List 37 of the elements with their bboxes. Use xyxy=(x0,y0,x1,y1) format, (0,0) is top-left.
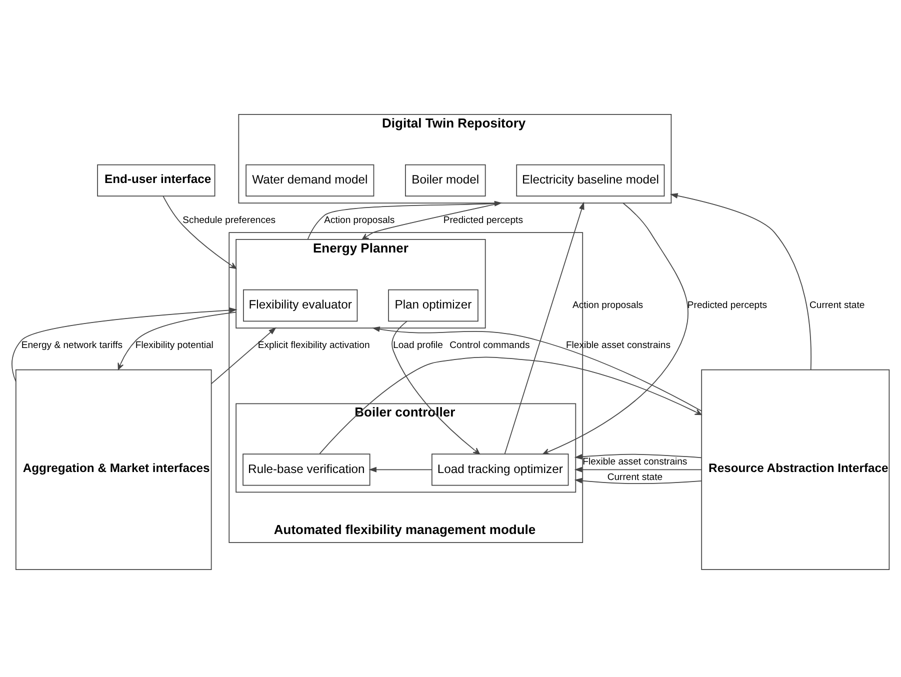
arrow xyxy=(574,478,702,484)
arrow xyxy=(574,466,702,472)
arrow xyxy=(542,202,688,455)
edge-label: Schedule preferences xyxy=(182,214,276,226)
node-box: Boiler model xyxy=(405,164,486,196)
node-box: End-user interface xyxy=(97,164,216,196)
arrow xyxy=(118,312,236,370)
node-box: Plan optimizer xyxy=(388,289,478,322)
edge-label: Predicted percepts xyxy=(687,300,768,311)
arrow xyxy=(670,193,812,370)
edge-label: Load profile xyxy=(393,340,443,351)
edge-label: Current state xyxy=(607,472,663,483)
node-box: Resource Abstraction Interface xyxy=(701,369,890,570)
node-box: Rule-base verification xyxy=(242,454,370,486)
arrow xyxy=(392,320,480,454)
node-box: Flexibility evaluator xyxy=(243,289,358,322)
edge-label: Predicted percepts xyxy=(443,214,523,226)
arrow xyxy=(12,307,238,382)
arrow xyxy=(372,326,702,412)
edge-label: Explicit flexibility activation xyxy=(258,340,370,351)
arrow xyxy=(574,454,702,460)
arrow xyxy=(210,327,276,384)
node-box: Load tracking optimizer xyxy=(432,454,569,486)
edge-label: Energy & network tariffs xyxy=(21,340,123,351)
node-box: Water demand model xyxy=(246,164,374,196)
edge-label: Control commands xyxy=(450,340,530,351)
edge-label: Current state xyxy=(809,300,865,311)
edge-label: Flexible asset constrains xyxy=(582,456,688,468)
arrow xyxy=(162,196,236,269)
arrow xyxy=(368,466,432,472)
arrow xyxy=(504,202,584,454)
node-box: Aggregation & Market interfaces xyxy=(15,369,212,570)
edge-label: Flexibility potential xyxy=(135,340,214,351)
arrow xyxy=(319,356,702,454)
edge-label: Action proposals xyxy=(324,214,395,226)
arrow xyxy=(362,202,502,240)
node-box: Electricity baseline model xyxy=(516,164,665,196)
